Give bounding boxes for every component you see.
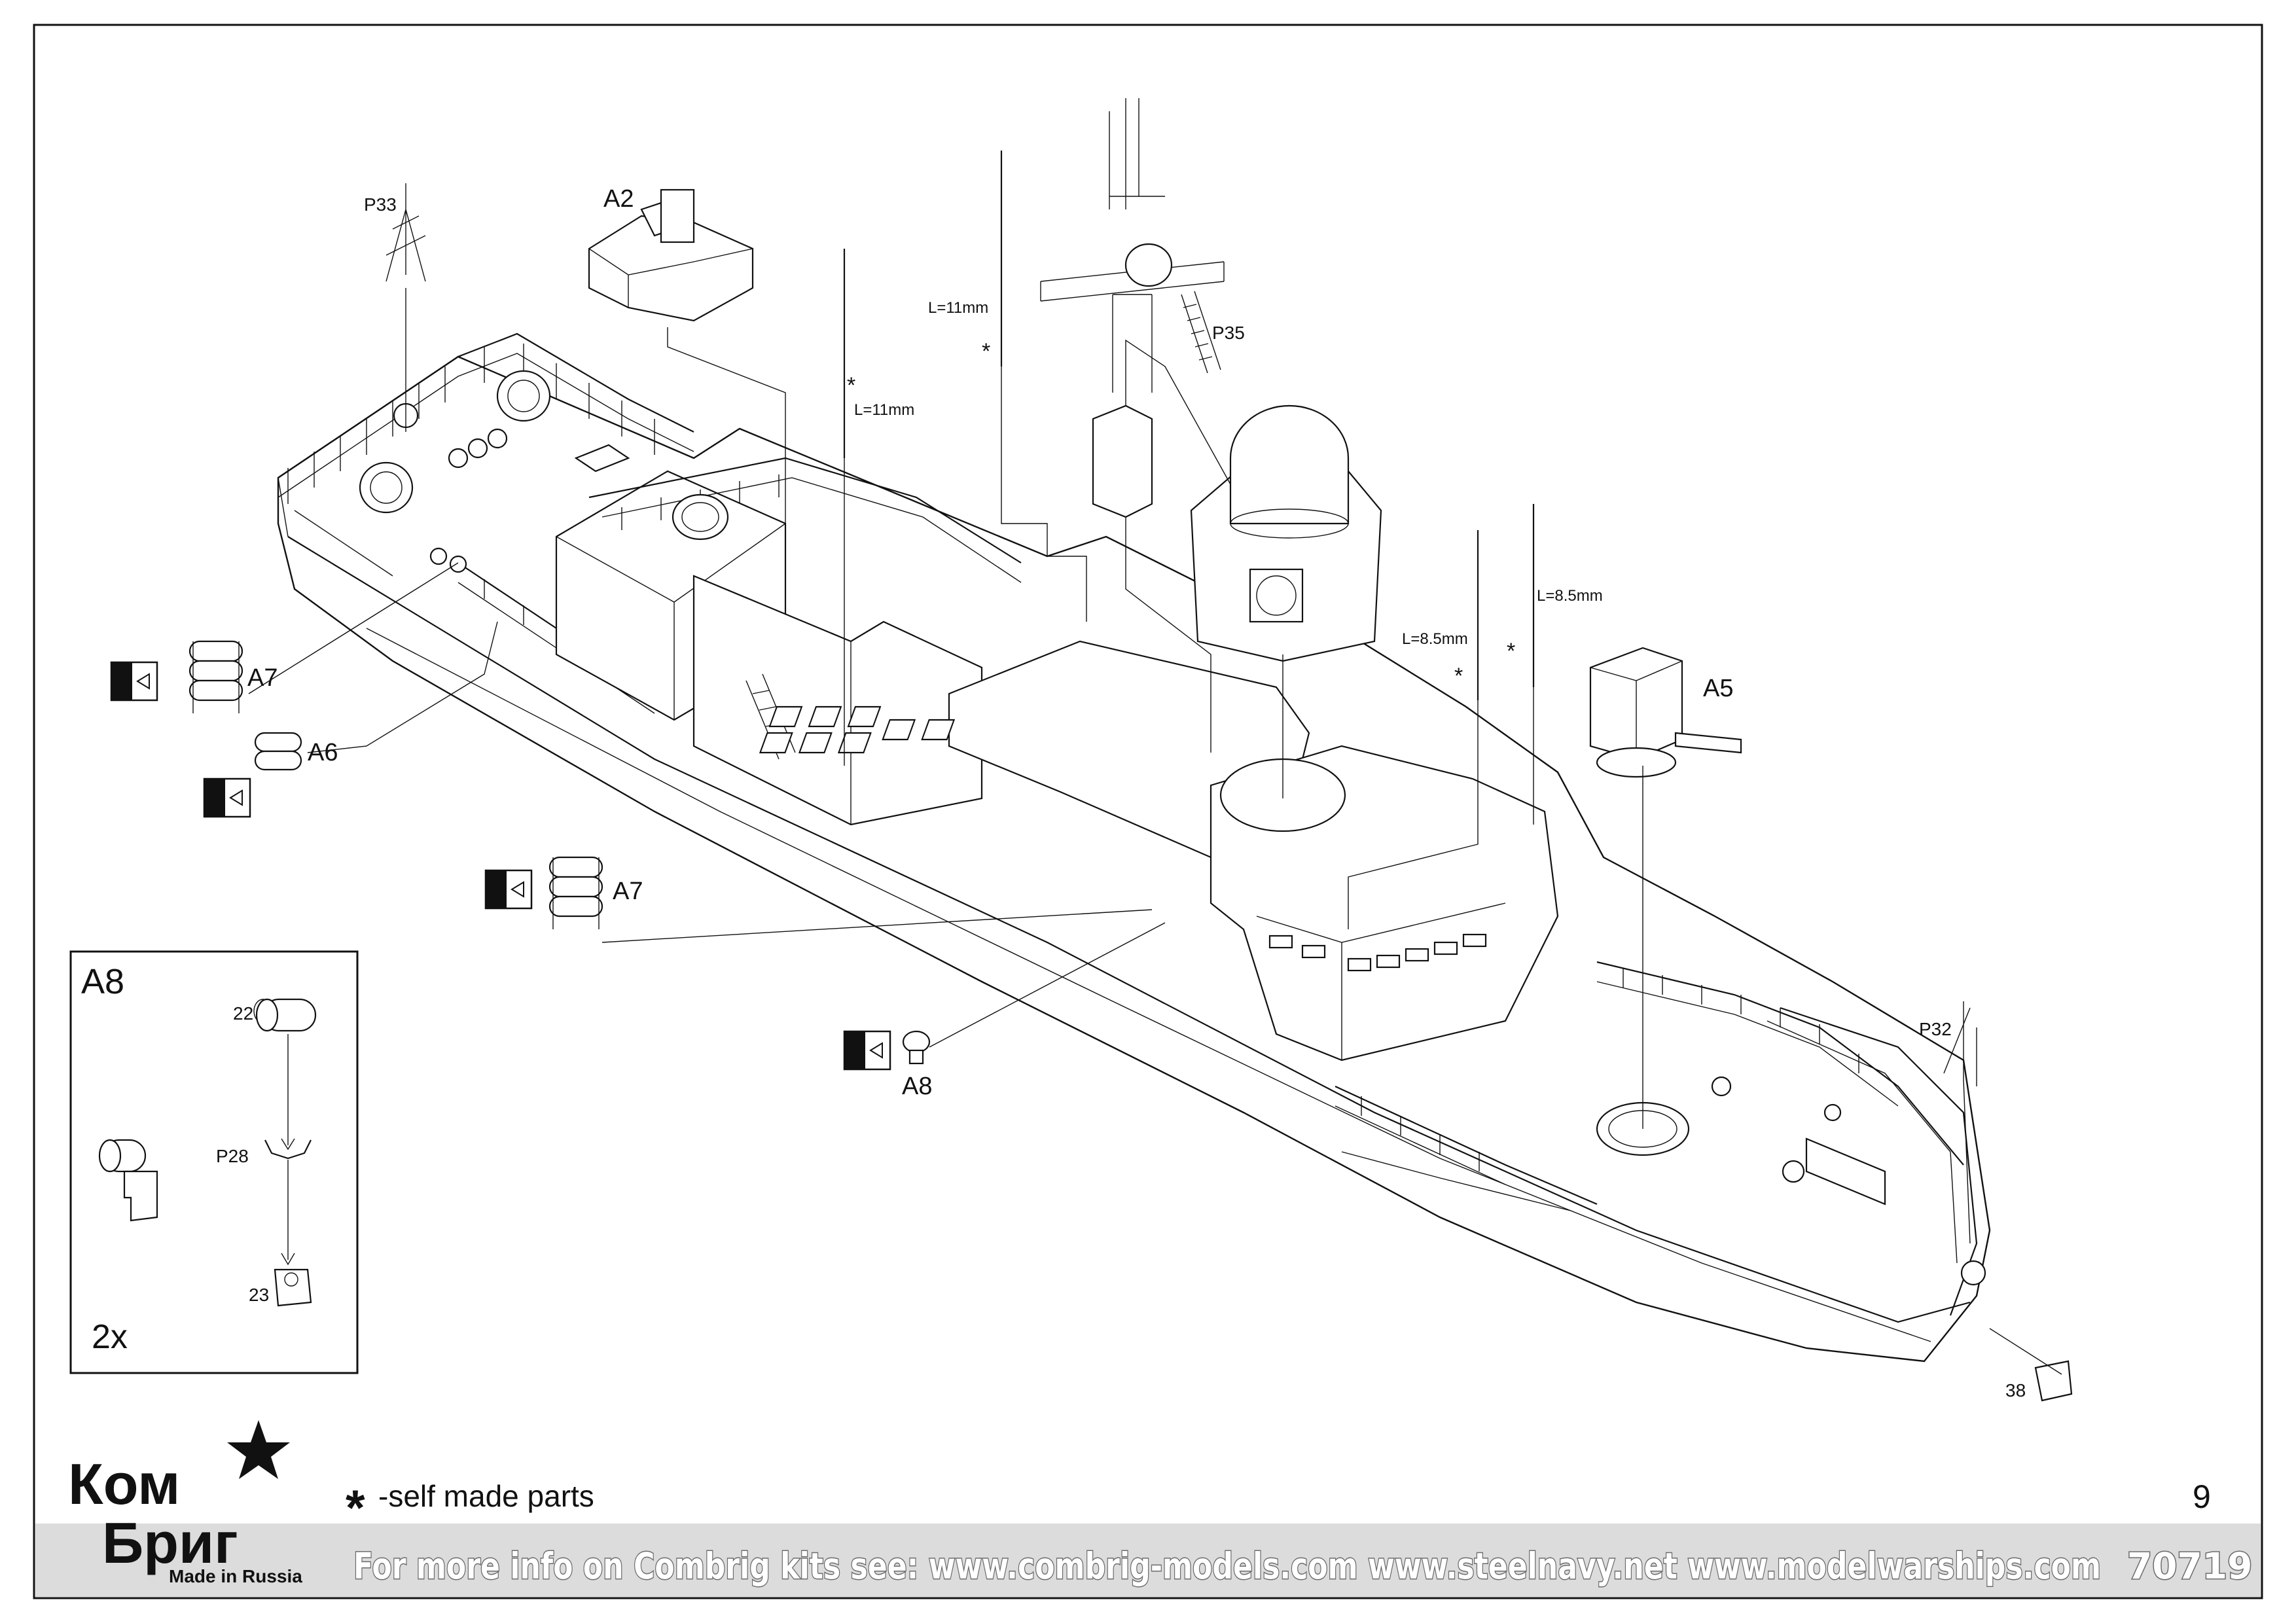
- logo-text-line1: Ком: [68, 1452, 180, 1516]
- railings: [278, 332, 1964, 1205]
- label-l85-a: L=8.5mm: [1402, 630, 1468, 648]
- label-part-38: 38: [2005, 1380, 2026, 1400]
- label-a6: A6: [308, 739, 338, 766]
- label-a7-left: A7: [247, 664, 278, 692]
- logo-made-in: Made in Russia: [169, 1566, 302, 1586]
- kit-number: 70719: [2127, 1545, 2252, 1587]
- star-l85-b: *: [1507, 639, 1515, 664]
- self-made-note: -self made parts: [378, 1479, 594, 1513]
- a8-detail-inset: A8 22 P28 23 2x: [69, 950, 359, 1374]
- page-border: [33, 24, 2263, 1599]
- superstructure: [555, 457, 1886, 1205]
- self-made-masts: [843, 151, 1535, 700]
- part-a7-liferaft-left: [188, 640, 243, 713]
- assembly-leader-lines: [248, 288, 2062, 1375]
- footer-band: [35, 1524, 2261, 1597]
- label-a2: A2: [603, 185, 634, 213]
- star-l85-a: *: [1454, 664, 1463, 688]
- radome-assembly: [1190, 404, 1382, 662]
- star-l11-b: *: [982, 339, 990, 364]
- bridge-windows: [1268, 933, 1487, 972]
- inset-part-22: 22: [233, 1003, 253, 1024]
- logo-star-icon: [227, 1420, 290, 1479]
- part-38: [2034, 1360, 2073, 1402]
- inset-quantity: 2x: [92, 1318, 128, 1356]
- label-p33: P33: [364, 194, 397, 215]
- label-l85-b: L=8.5mm: [1537, 587, 1603, 605]
- part-p33-antenna: [386, 183, 426, 282]
- label-l11-a: L=11mm: [854, 401, 914, 419]
- inset-title: A8: [81, 962, 124, 1001]
- label-a8-callout: A8: [902, 1073, 932, 1100]
- part-a7-liferaft-mid: [548, 856, 603, 929]
- part-a8-lamp: [902, 1030, 931, 1065]
- star-l11-a: *: [847, 373, 855, 398]
- self-made-star: *: [346, 1480, 365, 1536]
- inset-part-p28: P28: [216, 1146, 249, 1166]
- logo-text-line2: Бриг: [102, 1510, 238, 1575]
- label-p32: P32: [1919, 1019, 1952, 1039]
- direction-indicators: [110, 661, 891, 1071]
- label-a7-mid: A7: [613, 878, 643, 905]
- part-p32-antenna: [1943, 1001, 1977, 1086]
- label-a5: A5: [1703, 675, 1733, 702]
- page-number: 9: [2193, 1478, 2211, 1515]
- part-a5-gun-turret: [1589, 647, 1742, 778]
- label-l11-b: L=11mm: [928, 299, 988, 317]
- part-p35-mast: [1040, 98, 1225, 518]
- part-a6: [254, 732, 302, 771]
- footer-info-text: For more info on Combrig kits see: www.c…: [353, 1545, 2101, 1587]
- missile-launcher-cells: [759, 705, 956, 754]
- label-p35: P35: [1212, 323, 1245, 343]
- part-a2-launcher: [588, 188, 754, 322]
- inset-part-23: 23: [249, 1285, 269, 1305]
